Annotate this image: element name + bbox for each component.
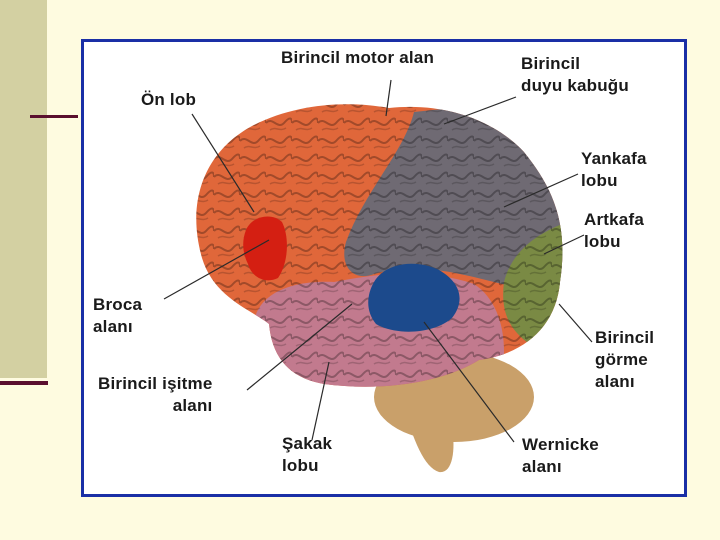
brainstem — [402, 402, 454, 473]
label-frontal-lobe: Ön lob — [141, 90, 197, 109]
accent-line-bottom — [0, 381, 48, 385]
label-primary-auditory: Birincil işitme alanı — [98, 374, 213, 415]
broca-area — [243, 216, 287, 281]
label-broca-area: Broca alanı — [93, 295, 143, 336]
label-occipital-lobe: Artkafa lobu — [584, 210, 644, 251]
label-parietal-lobe: Yankafa lobu — [581, 149, 647, 190]
label-primary-visual: Birincil görme alanı — [595, 328, 655, 391]
accent-line-top — [30, 115, 78, 118]
label-temporal-lobe: Şakak lobu — [282, 434, 333, 475]
leader-lines — [163, 79, 593, 443]
brain-illustration — [163, 79, 593, 473]
side-bar — [0, 0, 47, 378]
auditory-area — [368, 263, 460, 332]
label-wernicke-area: Wernicke alanı — [522, 435, 599, 476]
brain-diagram-frame: Birincil motor alan Birincil duyu kabuğu… — [81, 39, 687, 497]
label-primary-sensory: Birincil duyu kabuğu — [521, 54, 629, 95]
label-primary-motor: Birincil motor alan — [281, 48, 435, 67]
